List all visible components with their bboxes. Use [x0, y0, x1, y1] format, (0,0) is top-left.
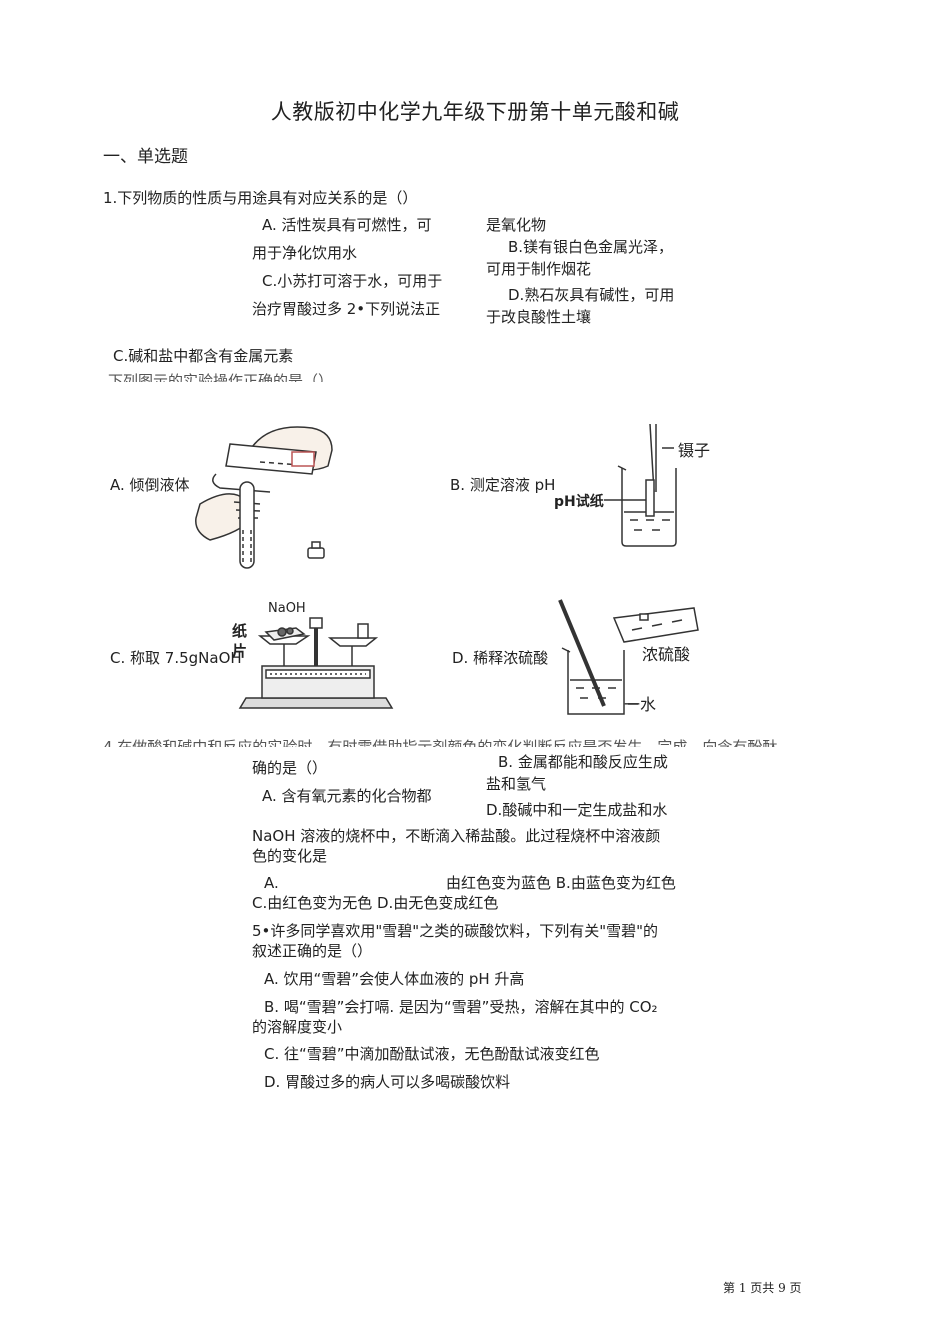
figure-c-label: C. 称取 7.5gNaOH — [110, 649, 242, 667]
q4-options-ab: 由红色变为蓝色 B.由蓝色变为红色 — [446, 874, 676, 892]
page-footer: 第 1 页共 9 页 — [723, 1281, 802, 1295]
q1-option-a-line1: A. 活性炭具有可燃性，可 — [262, 216, 432, 234]
q1-option-d-line2: 于改良酸性土壤 — [486, 308, 592, 326]
paper-label-1: 纸 — [232, 622, 247, 640]
q4-stem-line2: 色的变化是 — [252, 847, 328, 865]
q5-option-d: D. 胃酸过多的病人可以多喝碳酸饮料 — [264, 1073, 511, 1091]
page-title: 人教版初中化学九年级下册第十单元酸和碱 — [270, 100, 680, 124]
q4-left-line1: 确的是（） — [252, 759, 328, 777]
water-label: 一水 — [624, 695, 656, 714]
q5-option-b-line1: B. 喝“雪碧”会打嗝. 是因为“雪碧”受热，溶解在其中的 CO₂ — [264, 998, 658, 1016]
q5-stem-line1: 5•许多同学喜欢用"雪碧"之类的碳酸饮料，下列有关"雪碧"的 — [252, 922, 658, 940]
q4-options-cd: C.由红色变为无色 D.由无色变成红色 — [252, 894, 499, 912]
section-heading: 一、单选题 — [103, 147, 188, 167]
q4-cut-line: 4.在做酸和碱中和反应的实验时，有时需借助指示剂颜色的变化判断反应是否发生、完成… — [103, 738, 778, 747]
acid-label: 浓硫酸 — [642, 645, 690, 664]
paper-label-2: 片 — [232, 642, 247, 660]
q4-left-line2: A. 含有氧元素的化合物都 — [262, 787, 432, 805]
q5-option-c: C. 往“雪碧”中滴加酚酞试液，无色酚酞试液变红色 — [264, 1045, 600, 1063]
q1-option-b-line2: 可用于制作烟花 — [486, 260, 592, 278]
q4-stem-line1: NaOH 溶液的烧杯中，不断滴入稀盐酸。此过程烧杯中溶液颜 — [252, 827, 661, 845]
q1-option-d-line1: D.熟石灰具有碱性，可用 — [508, 286, 675, 304]
q1-stem: 1.下列物质的性质与用途具有对应关系的是（） — [103, 189, 418, 207]
q1-option-a-line2: 用于净化饮用水 — [252, 244, 358, 262]
tweezers-label: 镊子 — [678, 441, 710, 460]
q1-option-b-line1: B.镁有银白色金属光泽， — [508, 238, 674, 256]
q5-option-a: A. 饮用“雪碧”会使人体血液的 pH 升高 — [264, 970, 525, 988]
q5-option-b-line2: 的溶解度变小 — [252, 1018, 343, 1036]
naoh-label: NaOH — [268, 601, 306, 616]
q1-option-c-line1: C.小苏打可溶于水，可用于 — [262, 272, 443, 290]
q4-option-a-marker: A. — [264, 874, 279, 892]
figure-b-ph-test: 镊子 pH试纸 — [554, 423, 710, 547]
figure-a-pouring — [195, 426, 333, 569]
q4-option-d: D.酸碱中和一定生成盐和水 — [486, 801, 668, 819]
figure-d-diluting: 浓硫酸 一水 — [558, 599, 699, 715]
q4-option-b-line1: B. 金属都能和酸反应生成 — [498, 753, 668, 771]
figure-b-label: B. 测定溶液 pH — [450, 476, 556, 494]
ph-paper-label: pH试纸 — [554, 493, 604, 510]
figure-c-balance: NaOH 纸 片 — [232, 601, 394, 709]
q5-stem-line2: 叙述正确的是（） — [252, 942, 373, 960]
q4-option-b-line2: 盐和氢气 — [486, 775, 547, 793]
q2-cut-line: 下列图示的实验操作正确的是（） — [108, 372, 334, 382]
q2-option-c: C.碱和盐中都含有金属元素 — [113, 347, 294, 365]
figure-a-label: A. 倾倒液体 — [110, 476, 190, 494]
q1-right-fragment: 是氧化物 — [486, 216, 547, 234]
figure-d-label: D. 稀释浓硫酸 — [452, 649, 549, 667]
q1-option-c-line2: 治疗胃酸过多 2•下列说法正 — [252, 300, 441, 318]
